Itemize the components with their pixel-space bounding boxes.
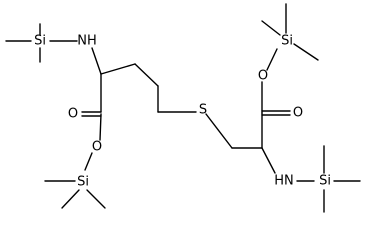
hn-right-label: HN [274, 174, 294, 189]
si-left-ester-label: Si [77, 175, 89, 190]
bond-cb1-cg1 [134, 63, 159, 87]
bond-si2-methyl-bottom [61, 189, 80, 209]
bond-cc1-o2 [99, 113, 102, 141]
bond-n1-ca1 [91, 47, 102, 75]
o-right-ester-label: O [258, 69, 268, 84]
o-right-carbonyl-label: O [293, 106, 303, 121]
bond-o2-si2 [84, 152, 93, 171]
bond-ca1-cb1 [100, 63, 136, 75]
si-right-ester-label: Si [281, 34, 293, 49]
bond-si3-methyl-left [261, 20, 281, 36]
nh-left-label: NH [77, 34, 97, 49]
o-left-carbonyl-label: O [68, 107, 78, 122]
atom-labels: Si NH O O Si S Si O O HN Si [34, 34, 331, 190]
bond-si3-methyl-right [293, 43, 319, 61]
o-left-ester-label: O [92, 140, 102, 155]
s-thioether-label: S [199, 103, 207, 118]
bond-s-cb2 [205, 113, 233, 149]
si-right-amino-label: Si [319, 174, 331, 189]
bond-ca2-n2 [261, 147, 276, 174]
bond-lines [5, 3, 361, 213]
bond-si2-methyl-right [86, 189, 106, 209]
si-left-amino-label: Si [34, 34, 46, 49]
molecule-structure-diagram: Si NH O O Si S Si O O HN Si [5, 3, 361, 213]
bond-o4-si3 [266, 48, 278, 71]
